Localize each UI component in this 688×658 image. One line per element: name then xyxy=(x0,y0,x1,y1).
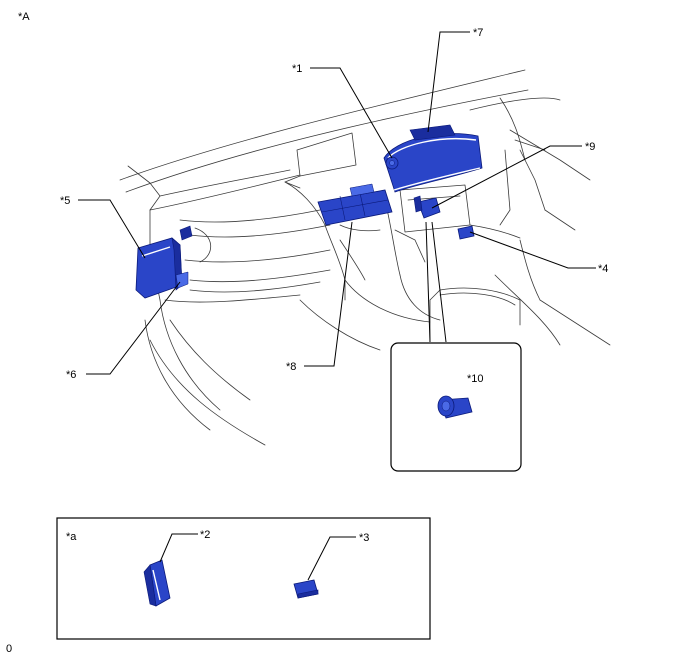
callout-1: *1 xyxy=(292,63,302,75)
inset-label: *a xyxy=(66,531,77,543)
part-8-center-panel xyxy=(317,183,393,226)
inset-a-box xyxy=(56,517,431,640)
part-1-switch xyxy=(385,156,399,170)
part-4-unit xyxy=(457,225,475,240)
callout-3: *3 xyxy=(359,532,369,544)
part-2-ecu xyxy=(143,559,171,607)
leader-3 xyxy=(307,536,356,581)
leader-2 xyxy=(159,533,198,563)
callout-6: *6 xyxy=(66,369,76,381)
callout-7: *7 xyxy=(473,27,483,39)
callout-4: *4 xyxy=(598,263,608,275)
callout-8: *8 xyxy=(286,361,296,373)
view-label: *A xyxy=(18,11,30,23)
callout-2: *2 xyxy=(200,529,210,541)
callout-10: *10 xyxy=(467,373,484,385)
callout-5: *5 xyxy=(60,195,70,207)
part-9-unit xyxy=(413,195,441,219)
footer-code: 0 xyxy=(6,643,12,655)
leader-lines xyxy=(78,31,596,401)
part-3-module xyxy=(293,579,319,599)
part-6-connector xyxy=(175,225,193,289)
dashboard-outline xyxy=(119,69,611,446)
part-10-ring xyxy=(437,395,473,419)
part-7-meter xyxy=(383,124,483,193)
callout-9: *9 xyxy=(585,141,595,153)
